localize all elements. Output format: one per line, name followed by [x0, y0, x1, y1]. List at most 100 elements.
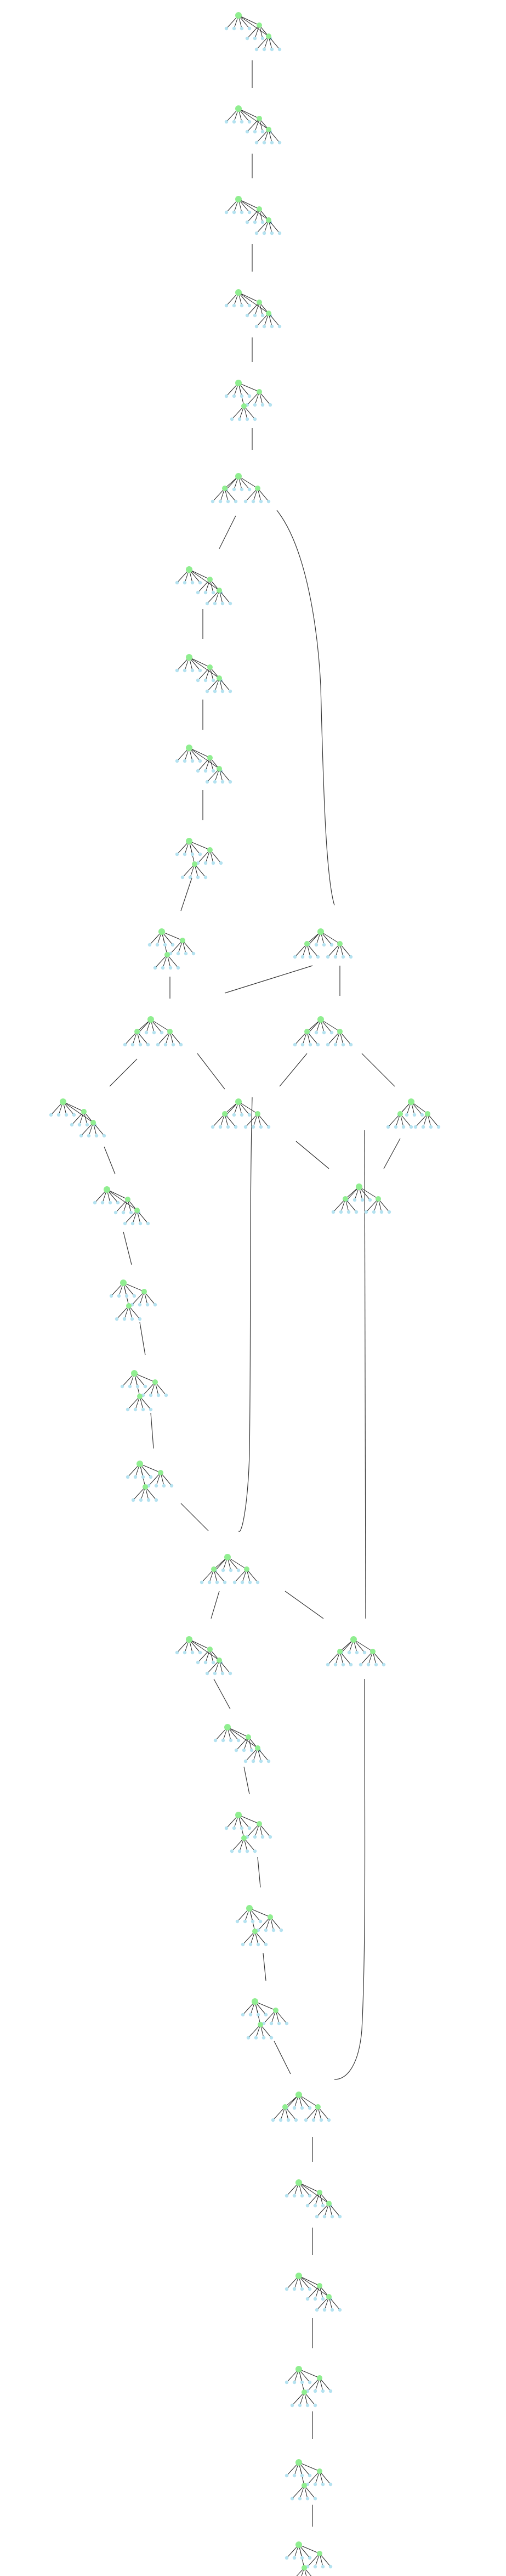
tree-edge: [127, 1396, 140, 1410]
leaf-node: [149, 1393, 153, 1397]
dag-edge: [383, 1138, 401, 1169]
tree-edge: [139, 1396, 151, 1410]
inner-node: [266, 311, 271, 316]
tree-edge: [62, 1101, 94, 1123]
tree-edge: [298, 2544, 320, 2554]
inner-node: [257, 300, 262, 305]
tree-glyph: [285, 2541, 333, 2576]
tree-edge: [270, 1917, 282, 1931]
leaf-node: [146, 1221, 150, 1226]
tree-edge: [224, 1113, 236, 1128]
root-node: [235, 196, 242, 202]
leaf-node: [232, 1113, 236, 1117]
leaf-node: [260, 129, 265, 134]
root-node: [317, 1016, 324, 1023]
tree-edge: [245, 1113, 258, 1128]
leaf-node: [247, 394, 252, 398]
leaf-node: [331, 1210, 336, 1214]
inner-node: [397, 1111, 403, 1117]
leaf-node: [329, 1030, 334, 1035]
leaf-node: [285, 2556, 289, 2560]
root-node: [224, 1724, 231, 1731]
leaf-node: [183, 852, 187, 856]
leaf-node: [249, 1748, 254, 1752]
tree-glyph: [224, 105, 282, 145]
inner-node: [217, 766, 222, 771]
leaf-node: [333, 955, 338, 959]
tree-edge: [238, 108, 260, 119]
leaf-node: [355, 1650, 359, 1655]
root-node: [235, 473, 242, 480]
leaf-node: [349, 955, 353, 959]
leaf-node: [264, 2013, 268, 2017]
root-node: [252, 1998, 258, 2005]
leaf-node: [141, 1475, 145, 1479]
tree-edge: [189, 657, 211, 668]
inner-node: [246, 1734, 251, 1740]
tree-edge: [238, 108, 269, 130]
inner-node: [134, 1208, 140, 1213]
leaf-node: [247, 1826, 252, 1830]
leaf-node: [305, 2203, 310, 2208]
dag-edge: [104, 1146, 116, 1175]
leaf-node: [240, 1826, 244, 1830]
leaf-node: [240, 1580, 245, 1585]
leaf-node: [149, 1475, 153, 1479]
leaf-node: [254, 231, 259, 235]
tree-edge: [256, 219, 269, 234]
leaf-node: [292, 2287, 297, 2291]
tree-edge: [197, 757, 211, 771]
tree-edge: [304, 2485, 316, 2499]
leaf-node: [240, 394, 244, 398]
tree-edge: [238, 199, 269, 221]
inner-node: [266, 127, 271, 132]
leaf-node: [293, 955, 297, 959]
tree-edge: [231, 405, 245, 420]
leaf-node: [271, 2118, 275, 2122]
tree-edge: [319, 2471, 331, 2485]
inner-node: [217, 588, 222, 593]
tree-glyph: [126, 1461, 174, 1502]
leaf-node: [131, 1498, 135, 1502]
leaf-node: [183, 1650, 187, 1655]
leaf-node: [308, 2106, 312, 2110]
leaf-node: [128, 1384, 132, 1389]
leaf-node: [322, 2308, 327, 2312]
inner-node: [141, 1289, 147, 1294]
leaf-node: [198, 668, 202, 673]
leaf-node: [243, 1759, 248, 1763]
tree-edge: [247, 391, 260, 405]
leaf-node: [321, 2297, 325, 2301]
tree-edge: [298, 2369, 320, 2378]
inner-node: [125, 1197, 130, 1202]
leaf-node: [245, 220, 249, 224]
tree-edge: [411, 1101, 428, 1114]
leaf-node: [85, 1123, 89, 1127]
inner-node: [152, 1379, 158, 1385]
root-node: [158, 928, 165, 935]
leaf-node: [382, 1662, 386, 1667]
leaf-node: [190, 852, 195, 856]
leaf-node: [237, 417, 242, 421]
leaf-node: [253, 313, 257, 318]
leaf-node: [180, 875, 185, 880]
leaf-node: [224, 1826, 229, 1830]
tree-edge: [209, 849, 221, 864]
leaf-node: [401, 1125, 406, 1129]
leaf-node: [293, 1042, 297, 1047]
leaf-node: [245, 36, 249, 41]
leaf-node: [314, 1030, 319, 1035]
leaf-node: [354, 1210, 359, 1214]
leaf-node: [175, 1650, 179, 1655]
leaf-node: [145, 1303, 150, 1307]
tree-edge: [197, 579, 211, 593]
root-node: [356, 1183, 362, 1190]
tree-edge: [296, 2567, 305, 2576]
leaf-node: [226, 1125, 230, 1129]
leaf-node: [129, 1210, 133, 1215]
tree-edge: [81, 1122, 94, 1136]
leaf-node: [203, 861, 208, 865]
tree-edge: [150, 1019, 170, 1032]
leaf-node: [87, 1134, 91, 1138]
inner-node: [137, 1394, 143, 1399]
